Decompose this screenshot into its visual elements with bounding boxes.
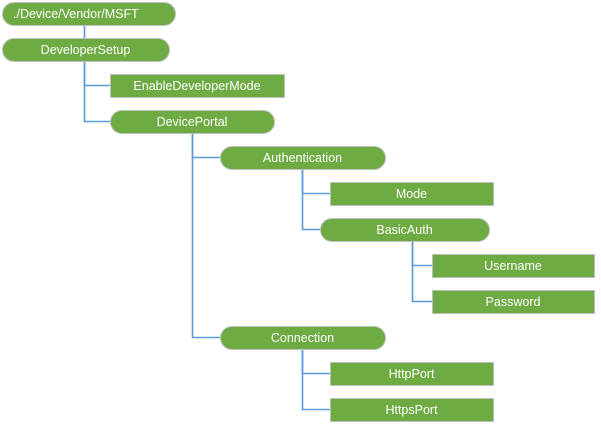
node-shape-rect xyxy=(110,74,285,98)
tree-node-deviceportal[interactable]: DevicePortal xyxy=(110,110,275,134)
connector-basicauth-to-username xyxy=(411,241,432,267)
tree-node-connection[interactable]: Connection xyxy=(220,326,386,350)
tree-node-enabledevelopermode[interactable]: EnableDeveloperMode xyxy=(110,74,285,98)
node-label-basicauth: BasicAuth xyxy=(376,223,432,237)
node-shape-pill xyxy=(2,2,176,26)
node-label-mode: Mode xyxy=(396,187,427,201)
connector-basicauth-to-password xyxy=(411,241,432,303)
node-label-username: Username xyxy=(484,259,542,273)
tree-node-httpport[interactable]: HttpPort xyxy=(330,362,494,386)
node-shape-pill xyxy=(220,326,386,350)
tree-node-basicauth[interactable]: BasicAuth xyxy=(320,218,490,242)
tree-node-password[interactable]: Password xyxy=(432,290,595,314)
tree-node-root[interactable]: ./Device/Vendor/MSFT xyxy=(2,2,176,26)
tree-node-developersetup[interactable]: DeveloperSetup xyxy=(2,38,170,62)
node-label-connection: Connection xyxy=(271,331,334,345)
tree-node-httpsport[interactable]: HttpsPort xyxy=(330,398,494,422)
tree-node-authentication[interactable]: Authentication xyxy=(220,146,386,170)
connector-connection-to-httpsport xyxy=(301,349,330,411)
node-label-enabledevelopermode: EnableDeveloperMode xyxy=(133,79,260,93)
node-shape-pill xyxy=(110,110,275,134)
node-label-deviceportal: DevicePortal xyxy=(157,115,228,129)
node-label-developersetup: DeveloperSetup xyxy=(41,43,131,57)
node-shape-pill xyxy=(320,218,490,242)
node-shape-rect xyxy=(330,398,494,422)
connector-authentication-to-mode xyxy=(301,169,330,195)
tree-node-mode[interactable]: Mode xyxy=(330,182,494,206)
node-shape-rect xyxy=(432,254,595,278)
node-shape-rect xyxy=(432,290,595,314)
connectors-layer xyxy=(83,25,432,411)
node-label-httpport: HttpPort xyxy=(389,367,435,381)
connector-deviceportal-to-authentication xyxy=(191,133,220,159)
connector-connection-to-httpport xyxy=(301,349,330,375)
node-shape-rect xyxy=(330,362,494,386)
connector-deviceportal-to-connection xyxy=(191,133,220,339)
node-shape-rect xyxy=(330,182,494,206)
connector-developersetup-to-deviceportal xyxy=(83,49,110,123)
node-shape-pill xyxy=(2,38,170,62)
node-label-authentication: Authentication xyxy=(263,151,342,165)
connector-authentication-to-basicauth xyxy=(301,169,320,231)
tree-node-username[interactable]: Username xyxy=(432,254,595,278)
node-label-httpsport: HttpsPort xyxy=(385,403,438,417)
nodes-layer: ./Device/Vendor/MSFT DeveloperSetupEnable… xyxy=(2,2,595,422)
node-label-root: ./Device/Vendor/MSFT xyxy=(13,7,139,21)
node-shape-pill xyxy=(220,146,386,170)
node-label-password: Password xyxy=(486,295,541,309)
